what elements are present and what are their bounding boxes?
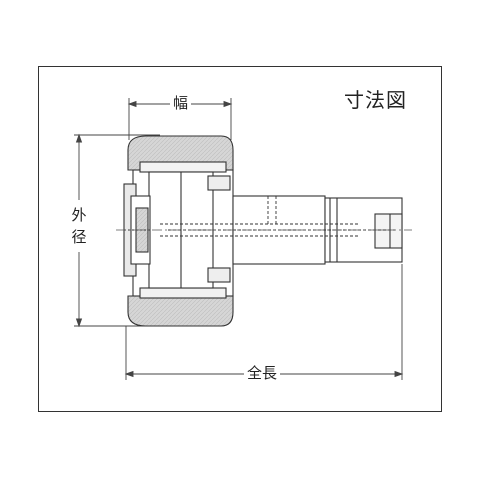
width-label: 幅: [170, 96, 192, 111]
drawing-frame: [38, 66, 442, 412]
overall-length-label: 全長: [244, 366, 281, 381]
outer-diameter-label: 外径: [70, 200, 88, 252]
hidden-passage: [160, 196, 395, 237]
diagram-title: 寸法図: [344, 88, 407, 112]
